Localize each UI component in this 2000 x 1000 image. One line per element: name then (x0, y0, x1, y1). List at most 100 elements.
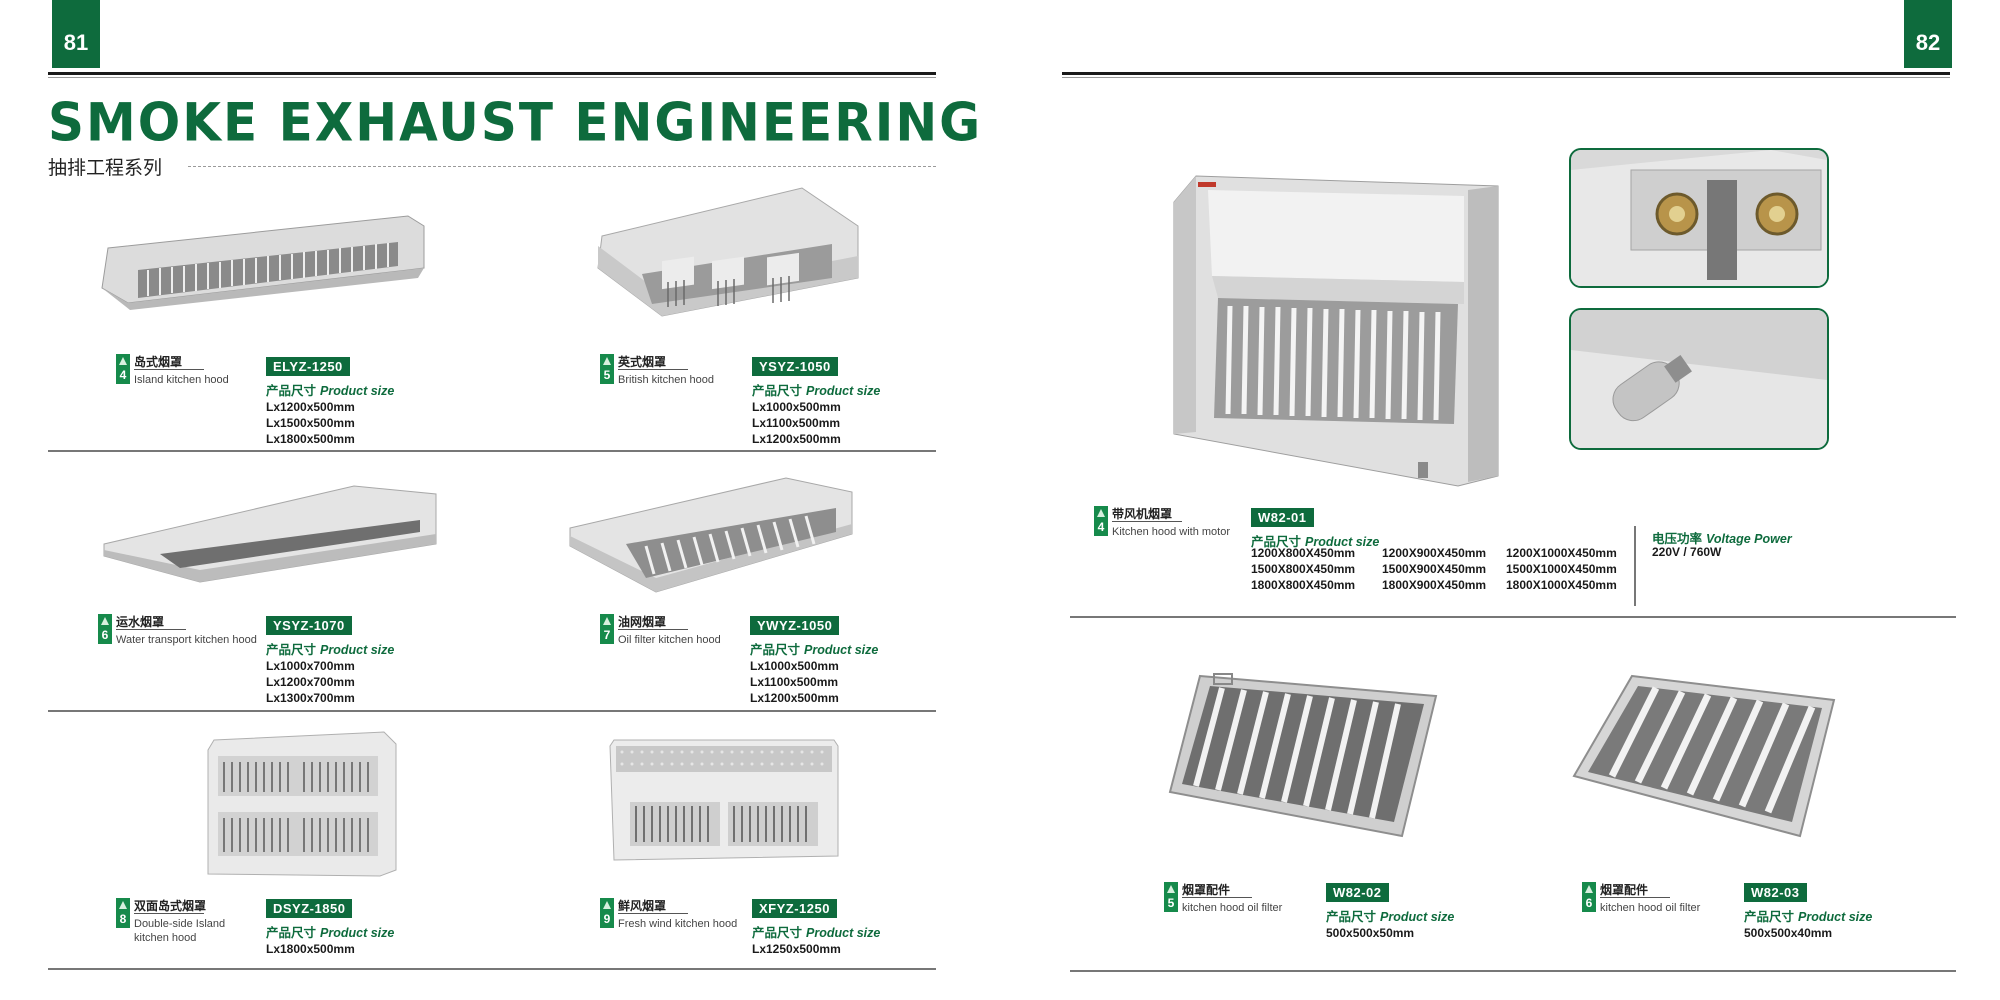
product-image-british-hood (592, 186, 864, 320)
product-name-en: kitchen hood oil filter (1182, 902, 1283, 914)
product-number: 6 (101, 628, 109, 642)
label-underline (116, 629, 186, 630)
product-name-cn: 带风机烟罩 (1112, 507, 1173, 521)
top-rule-right (1062, 72, 1950, 75)
product-code-badge: W82-03 (1744, 883, 1807, 902)
product-number: 5 (603, 368, 611, 382)
size-label-en: Product size (806, 926, 881, 940)
size-label-cn: 产品尺寸 (1251, 535, 1302, 549)
voltage-label-en: Voltage Power (1706, 532, 1792, 546)
motor-hood-sizes-col2: 1200X900X450mm 1500X900X450mm 1800X900X4… (1382, 545, 1486, 593)
product-name-en: Island kitchen hood (134, 374, 229, 386)
product-size-value: Lx1100x500mm (752, 416, 841, 430)
product-name-en: kitchen hood oil filter (1600, 902, 1701, 914)
product-name-cn: 烟罩配件 (1600, 883, 1649, 897)
product-number-badge: 6 (1582, 882, 1596, 912)
product-size-value: Lx1200x500mm (750, 691, 839, 705)
row-divider (1070, 970, 1956, 972)
page-number-right: 82 (1904, 0, 1952, 68)
size-label-cn: 产品尺寸 (752, 384, 803, 398)
product-number: 6 (1585, 896, 1593, 910)
label-underline (134, 369, 204, 370)
product-size-value: Lx1000x500mm (752, 400, 841, 414)
product-number-badge: 4 (1094, 506, 1108, 536)
product-image-fresh-wind-hood (608, 736, 840, 864)
size-label-cn: 产品尺寸 (266, 643, 317, 657)
product-size-value: 500x500x50mm (1326, 926, 1415, 940)
product-name-en: Oil filter kitchen hood (618, 634, 721, 646)
label-underline (618, 369, 688, 370)
page-number-left: 81 (52, 0, 100, 68)
size-label-en: Product size (1798, 910, 1873, 924)
product-name-cn: 运水烟罩 (116, 615, 165, 629)
size-label-en: Product size (320, 926, 395, 940)
row-divider (48, 710, 936, 712)
size-label-cn: 产品尺寸 (266, 384, 317, 398)
product-code-badge: W82-01 (1251, 508, 1314, 527)
page-number-text: 82 (1915, 30, 1941, 55)
product-image-motor-hood (1168, 172, 1502, 488)
product-name-en: Fresh wind kitchen hood (618, 918, 738, 930)
product-size-value: Lx1200x500mm (752, 432, 841, 446)
product-code-badge: ELYZ-1250 (266, 357, 350, 376)
product-name-cn: 双面岛式烟罩 (134, 899, 207, 913)
size-label-cn: 产品尺寸 (1744, 910, 1795, 924)
size-label-en: Product size (320, 384, 395, 398)
top-rule-left (48, 72, 936, 75)
product-name-en: Water transport kitchen hood (116, 634, 257, 646)
label-underline (1600, 897, 1670, 898)
product-number: 4 (119, 368, 127, 382)
row-divider (48, 450, 936, 452)
page-subtitle: 抽排工程系列 (48, 158, 163, 179)
detail-image-drain-cup (1569, 308, 1829, 450)
size-label-cn: 产品尺寸 (1326, 910, 1377, 924)
product-code-badge: YSYZ-1050 (752, 357, 838, 376)
product-image-island-hood (98, 208, 428, 313)
size-label-en: Product size (804, 643, 879, 657)
product-number-badge: 5 (600, 354, 614, 384)
motor-hood-sizes-col1: 1200X800X450mm 1500X800X450mm 1800X800X4… (1251, 545, 1355, 593)
label-underline (618, 913, 688, 914)
product-number-badge: 7 (600, 614, 614, 644)
voltage-value: 220V / 760W (1652, 545, 1722, 559)
product-code-badge: W82-02 (1326, 883, 1389, 902)
size-label-en: Product size (1380, 910, 1455, 924)
label-underline (1182, 897, 1252, 898)
product-name-cn: 英式烟罩 (618, 355, 667, 369)
product-size-value: Lx1200x500mm (266, 400, 355, 414)
product-size-value: 500x500x40mm (1744, 926, 1833, 940)
product-size-value: Lx1800x500mm (266, 432, 355, 446)
subtitle-dashed-rule (188, 166, 936, 167)
product-size-value: 1200X1000X450mm (1506, 546, 1617, 560)
product-size-value: Lx1500x500mm (266, 416, 355, 430)
product-image-oil-filter-50 (1166, 672, 1438, 838)
motor-hood-sizes-col3: 1200X1000X450mm 1500X1000X450mm 1800X100… (1506, 545, 1617, 593)
product-size-value: 1200X800X450mm (1251, 546, 1356, 560)
product-size-value: 1500X800X450mm (1251, 562, 1356, 576)
size-label-cn: 产品尺寸 (266, 926, 317, 940)
product-size-value: 1800X900X450mm (1382, 578, 1487, 592)
product-number: 9 (603, 912, 611, 926)
size-label-en: Product size (1305, 535, 1380, 549)
product-image-oil-filter-40 (1572, 672, 1836, 838)
product-number-badge: 8 (116, 898, 130, 928)
product-size-value: 1800X1000X450mm (1506, 578, 1617, 592)
product-size-value: Lx1100x500mm (750, 675, 839, 689)
